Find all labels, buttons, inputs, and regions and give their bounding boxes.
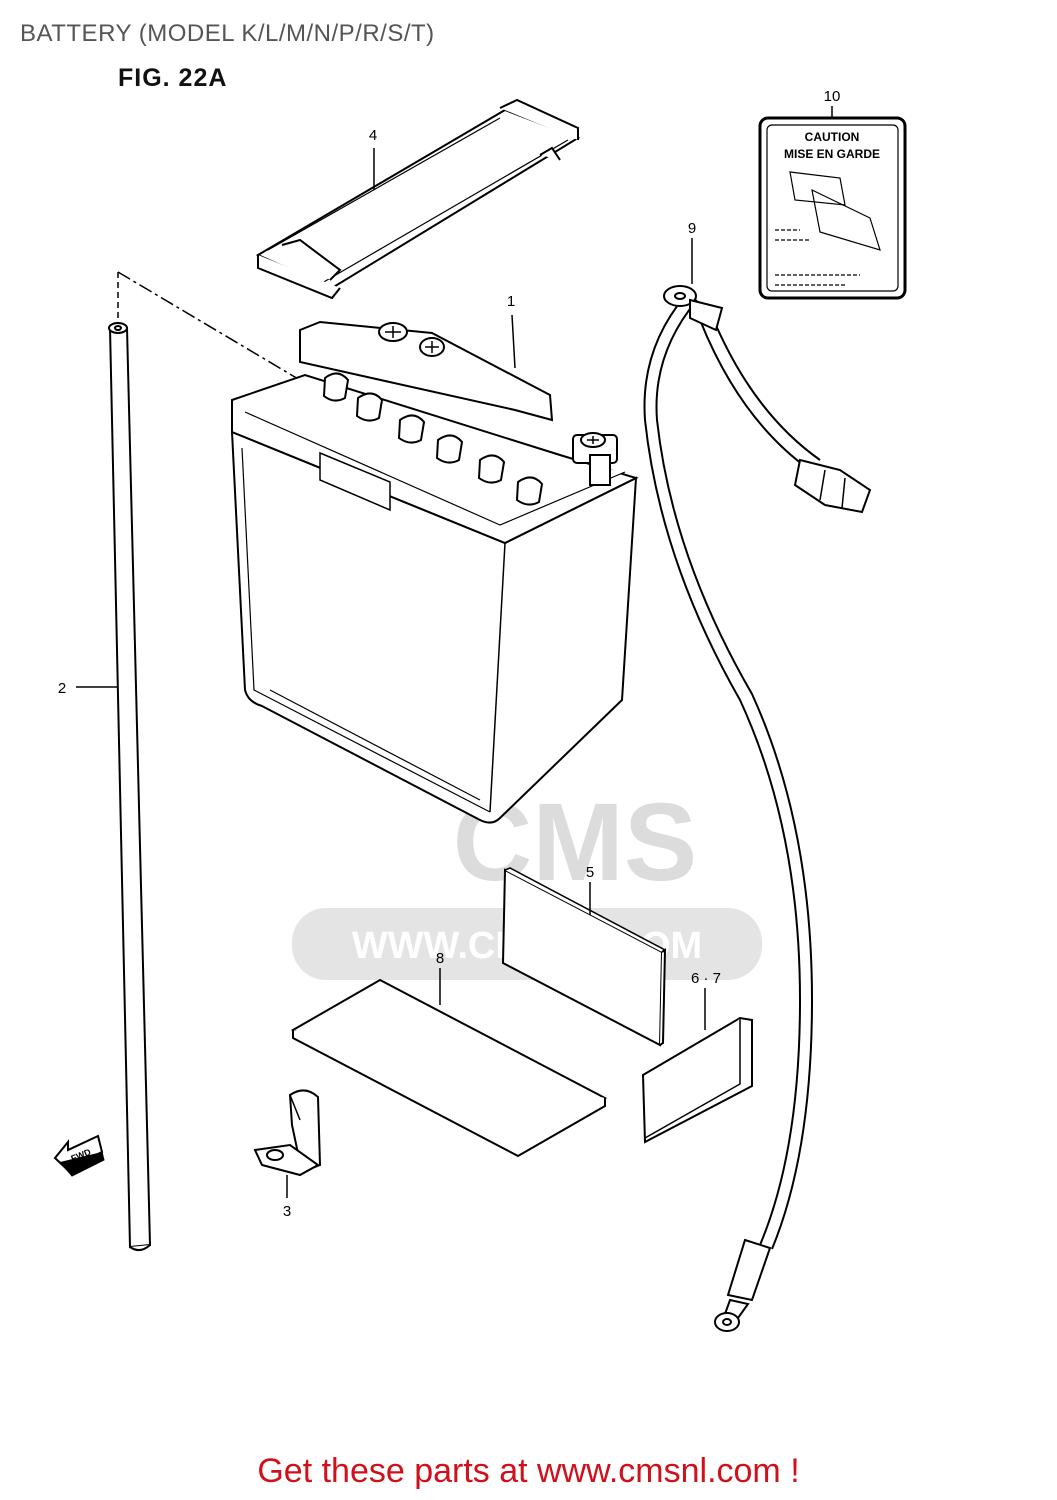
part-2-breather-hose [108, 322, 152, 1251]
figure-label: FIG. 22A [118, 64, 228, 92]
callout-4: 4 [369, 127, 377, 144]
part-6-7-small-pads [641, 1016, 753, 1144]
caution-label-subtitle: MISE EN GARDE [784, 147, 880, 161]
callout-5: 5 [586, 864, 594, 881]
callout-3: 3 [283, 1203, 291, 1220]
battery-cell-caps [322, 372, 544, 506]
vent-leader-line [117, 271, 306, 384]
part-3-clamp [253, 1089, 322, 1177]
caution-label-title: CAUTION [805, 130, 860, 144]
part-10-caution-label: CAUTION MISE EN GARDE [758, 116, 907, 300]
callout-8: 8 [436, 950, 444, 967]
battery-terminals [378, 322, 618, 486]
callout-2: 2 [58, 680, 66, 697]
page-title: BATTERY (MODEL K/L/M/N/P/R/S/T) [20, 20, 435, 47]
callout-1: 1 [507, 293, 515, 310]
part-9-ground-cable [643, 285, 872, 1332]
part-5-pad [501, 867, 667, 1047]
footer-link[interactable]: Get these parts at www.cmsnl.com ! [257, 1452, 800, 1490]
part-8-base-pad [290, 978, 608, 1158]
callout-9: 9 [688, 220, 696, 237]
callout-10: 10 [824, 88, 841, 105]
part-4-battery-strap [255, 98, 581, 300]
part-1-callout-leader [511, 314, 516, 369]
fwd-arrow-icon: FWD [53, 1134, 105, 1177]
callout-6-7: 6 · 7 [691, 970, 721, 987]
part-1-battery [230, 320, 639, 824]
